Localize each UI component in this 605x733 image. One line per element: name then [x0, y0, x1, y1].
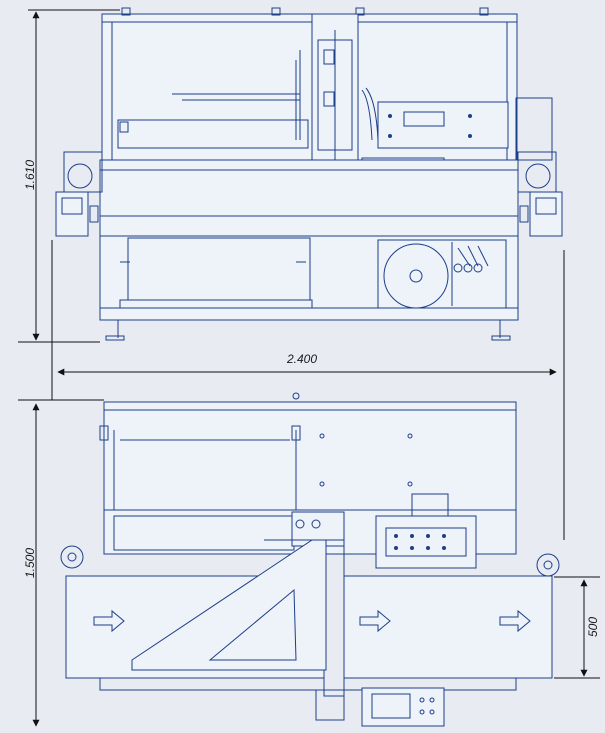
heater-unit [375, 515, 477, 569]
dimensions [18, 9, 600, 727]
leveling-foot-left [105, 335, 125, 341]
dimension-conveyor-width: 500 [586, 616, 600, 638]
top-view [60, 392, 560, 727]
front-view [55, 7, 563, 341]
flow-arrow-2 [359, 609, 391, 633]
triangle-folder [131, 539, 327, 671]
side-roller-right [525, 163, 551, 189]
dimension-height-front: 1.610 [23, 159, 37, 191]
lower-body [99, 235, 519, 311]
mid-band [99, 159, 519, 217]
heat-box [377, 101, 509, 149]
end-roller-right [536, 553, 560, 577]
end-roller-left [60, 545, 84, 569]
flow-arrow-3 [499, 609, 531, 633]
flow-arrow-1 [93, 609, 125, 633]
conveyor-right [343, 575, 553, 679]
leveling-foot-right [491, 335, 511, 341]
dimension-depth-top: 1.500 [23, 547, 37, 579]
dimension-width-overall: 2.400 [287, 352, 318, 366]
side-roller-left [67, 163, 93, 189]
rear-body [103, 401, 517, 511]
base-plate [99, 307, 519, 321]
